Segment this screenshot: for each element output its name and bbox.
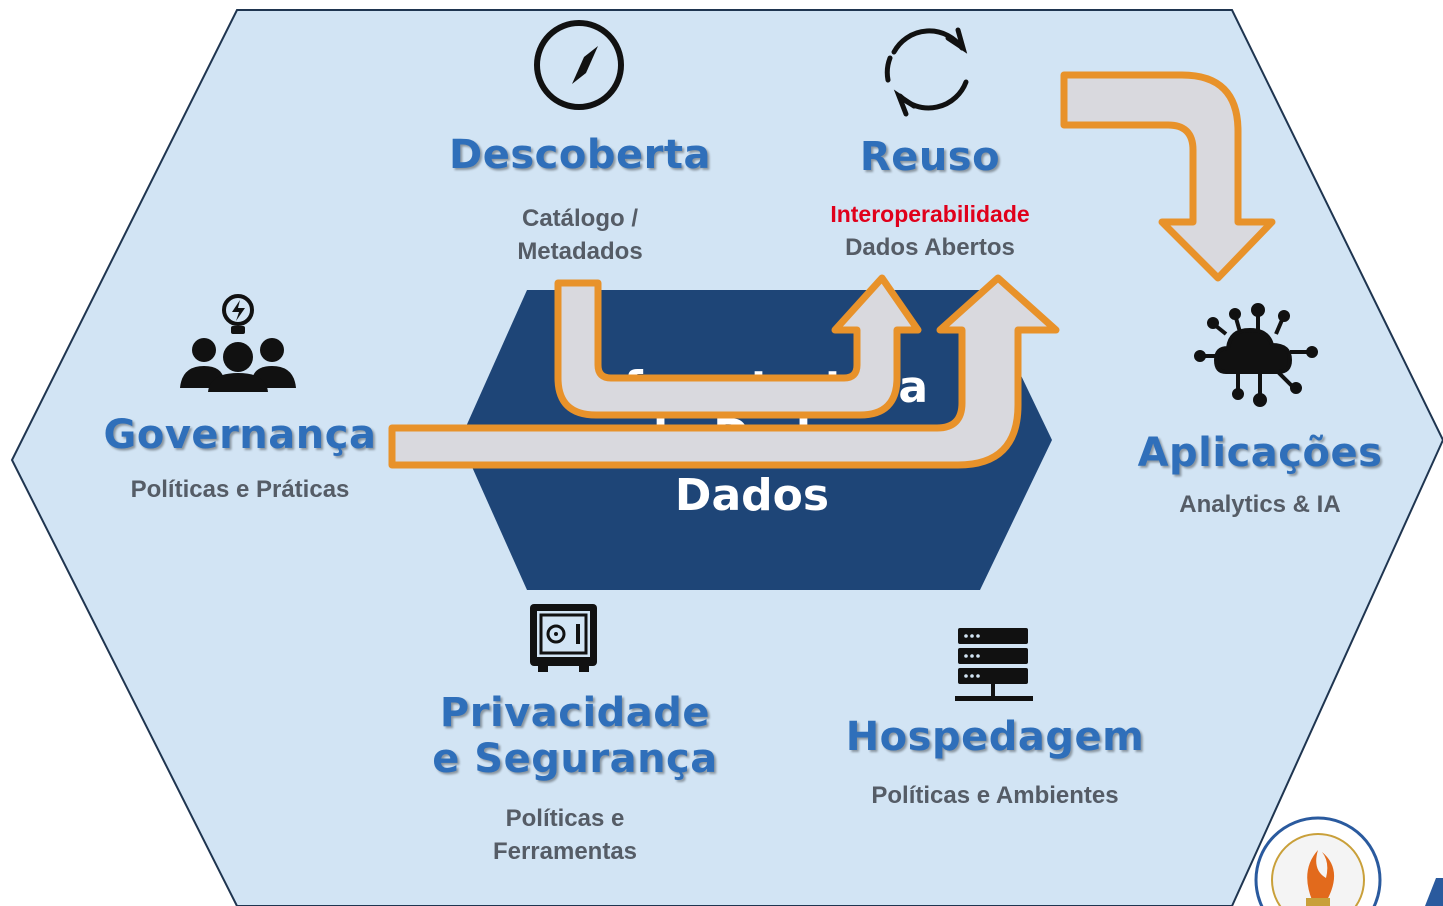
reuse-line2: Dados Abertos (845, 234, 1015, 261)
discovery-title: Descoberta (449, 132, 711, 178)
privacy-title-line2: e Segurança (432, 736, 718, 782)
discovery-line1: Catálogo / (521, 205, 638, 232)
partner-logo-mark (1425, 878, 1443, 906)
university-logo (1254, 816, 1382, 906)
privacy-line2: Ferramentas (492, 838, 638, 865)
center-title-line3: Dados (675, 470, 829, 521)
discovery-line2: Metadados (517, 238, 643, 265)
privacy-title-line1: Privacidade (439, 690, 711, 736)
hosting-title: Hospedagem (845, 714, 1145, 760)
reuse-highlight: Interoperabilidade (830, 201, 1030, 227)
safe-icon (530, 604, 597, 672)
cloud-network-icon (1194, 303, 1318, 407)
governance-to-reuse-arrow (388, 274, 1060, 469)
discovery-to-reuse-arrow (554, 274, 922, 419)
refresh-icon (884, 27, 969, 117)
reuse-title: Reuso (859, 134, 1001, 180)
applications-title: Aplicações (1137, 430, 1383, 476)
privacy-line1: Políticas e (505, 805, 625, 832)
people-idea-icon (180, 294, 296, 392)
applications-subtitle: Analytics & IA (1179, 491, 1341, 518)
hosting-subtitle: Políticas e Ambientes (871, 782, 1119, 809)
compass-icon (534, 20, 624, 110)
governance-title: Governança (103, 412, 377, 458)
reuse-to-applications-arrow (1060, 71, 1276, 282)
server-icon (955, 628, 1033, 701)
governance-subtitle: Políticas e Práticas (130, 476, 350, 503)
